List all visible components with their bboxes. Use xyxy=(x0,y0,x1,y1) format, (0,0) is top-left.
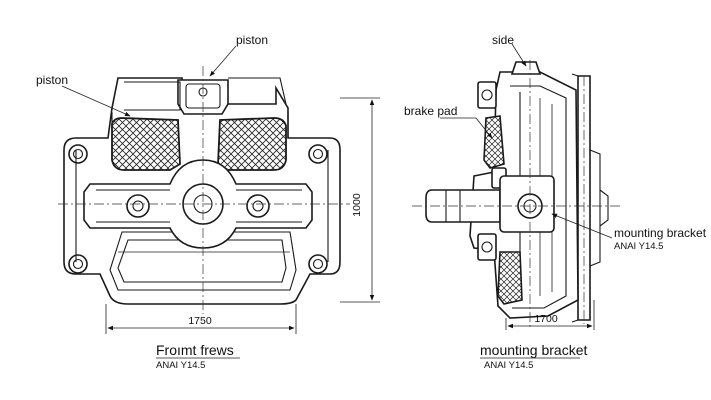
corner-bolts xyxy=(68,144,328,274)
label-piston-left: piston xyxy=(36,73,68,87)
caption-side: mounting bracket xyxy=(480,342,588,358)
front-view: 1000 1750 piston piston Froımt frews ANA… xyxy=(36,33,380,371)
side-brake-pad-upper xyxy=(483,115,505,169)
side-brake-pad-lower xyxy=(497,251,523,305)
side-bolts xyxy=(477,81,507,261)
caption-front: Froımt frews xyxy=(156,342,234,358)
subcaption-side: ANAI Y14.5 xyxy=(484,360,533,371)
leader-side xyxy=(511,43,527,67)
side-view: 1700 side brake pad mounting bracket ANA… xyxy=(404,33,707,371)
label-mounting-bracket: mounting bracket xyxy=(614,226,707,240)
label-piston-top: piston xyxy=(236,33,268,47)
label-mounting-bracket-std: ANAI Y14.5 xyxy=(614,241,663,252)
leader-brake-pad xyxy=(440,117,493,139)
guide-pin-right xyxy=(246,194,270,218)
label-brake-pad: brake pad xyxy=(404,104,457,118)
guide-pin-left xyxy=(126,194,150,218)
brake-pad-left xyxy=(111,117,181,171)
leader-piston-top xyxy=(209,45,237,77)
leader-mounting-bracket xyxy=(551,213,613,239)
side-center-block xyxy=(499,175,555,233)
dim-width-side: 1700 xyxy=(534,313,558,325)
brake-pad-right xyxy=(217,117,287,171)
side-top-cap xyxy=(510,61,542,75)
dim-width-front: 1750 xyxy=(188,315,212,327)
dim-height-front: 1000 xyxy=(351,193,363,217)
subcaption-front: ANAI Y14.5 xyxy=(156,360,205,371)
label-side: side xyxy=(492,33,514,47)
leader-piston-left xyxy=(61,85,131,117)
